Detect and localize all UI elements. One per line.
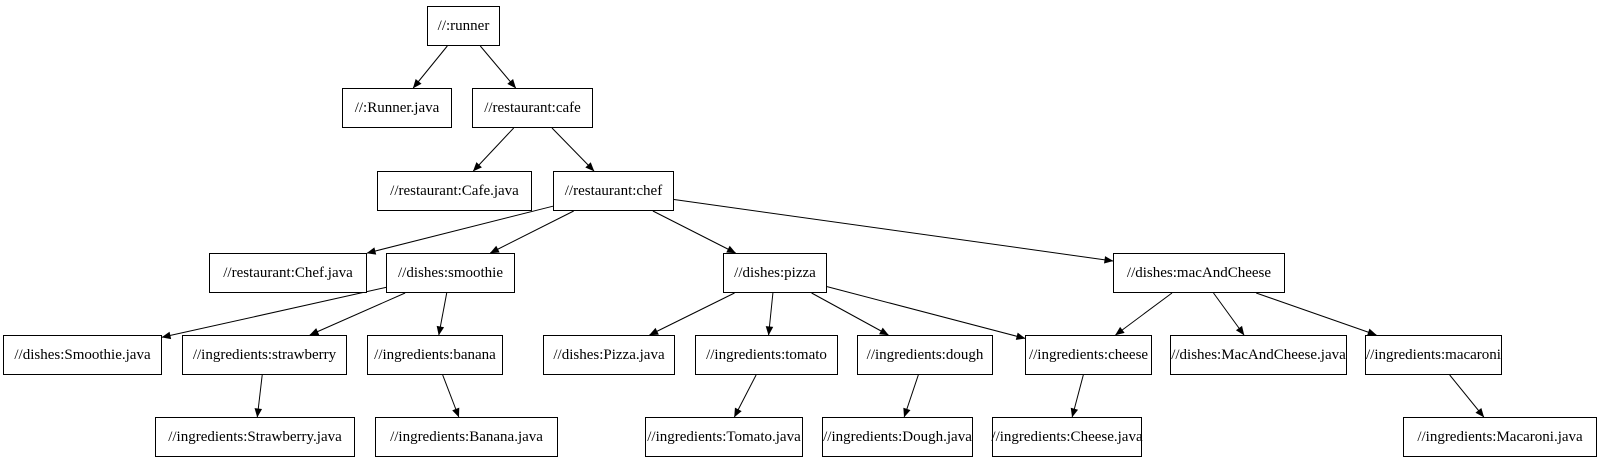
graph-node-runner: //:runner	[427, 6, 500, 46]
edge-mac_and_cheese-to-macaroni	[1256, 292, 1377, 336]
edge-pizza-to-pizza_java	[649, 292, 735, 336]
graph-node-pizza_java: //dishes:Pizza.java	[543, 335, 675, 375]
edge-chef-to-mac_and_cheese	[673, 199, 1114, 264]
graph-node-mac_and_cheese_java: //dishes:MacAndCheese.java	[1170, 335, 1347, 375]
edge-pizza-to-cheese	[826, 286, 1026, 340]
graph-node-cheese: //ingredients:cheese	[1025, 335, 1152, 375]
graph-node-banana_java: //ingredients:Banana.java	[375, 417, 558, 457]
edge-smoothie-to-banana	[436, 292, 448, 336]
edge-tomato-to-tomato_java	[733, 374, 757, 418]
graph-node-smoothie_java: //dishes:Smoothie.java	[3, 335, 162, 375]
edge-smoothie-to-smoothie_java	[161, 286, 387, 340]
edge-dough-to-dough_java	[903, 374, 919, 418]
graph-node-tomato_java: //ingredients:Tomato.java	[645, 417, 803, 457]
graph-node-chef_java: //restaurant:Chef.java	[209, 253, 367, 293]
edge-chef-to-smoothie	[489, 210, 574, 254]
graph-node-cheese_java: //ingredients:Cheese.java	[991, 417, 1143, 457]
edge-mac_and_cheese-to-mac_and_cheese_java	[1213, 292, 1245, 336]
edge-smoothie-to-strawberry	[309, 292, 406, 336]
edge-runner-to-cafe	[479, 45, 517, 89]
graph-node-strawberry: //ingredients:strawberry	[182, 335, 347, 375]
edge-pizza-to-dough	[811, 292, 889, 336]
edge-runner-to-runner_java	[412, 45, 448, 89]
graph-node-macaroni_java: //ingredients:Macaroni.java	[1403, 417, 1597, 457]
graph-node-cafe: //restaurant:cafe	[472, 88, 593, 128]
graph-node-strawberry_java: //ingredients:Strawberry.java	[155, 417, 355, 457]
graph-node-cafe_java: //restaurant:Cafe.java	[377, 171, 532, 211]
edge-mac_and_cheese-to-cheese	[1115, 292, 1173, 336]
edge-macaroni-to-macaroni_java	[1449, 374, 1485, 418]
edge-chef-to-chef_java	[366, 205, 554, 255]
edge-cafe-to-cafe_java	[472, 127, 515, 172]
graph-node-mac_and_cheese: //dishes:macAndCheese	[1113, 253, 1285, 293]
graph-node-macaroni: //ingredients:macaroni	[1365, 335, 1502, 375]
edge-cafe-to-chef	[551, 127, 595, 172]
graph-node-dough: //ingredients:dough	[857, 335, 993, 375]
edge-pizza-to-tomato	[765, 292, 774, 336]
graph-node-tomato: //ingredients:tomato	[695, 335, 838, 375]
graph-node-smoothie: //dishes:smoothie	[386, 253, 515, 293]
edge-banana-to-banana_java	[442, 374, 460, 418]
edge-strawberry-to-strawberry_java	[254, 374, 263, 418]
graph-node-chef: //restaurant:chef	[553, 171, 674, 211]
graph-node-pizza: //dishes:pizza	[723, 253, 827, 293]
graph-node-dough_java: //ingredients:Dough.java	[822, 417, 973, 457]
graph-node-banana: //ingredients:banana	[367, 335, 503, 375]
edge-cheese-to-cheese_java	[1070, 374, 1084, 418]
graph-node-runner_java: //:Runner.java	[342, 88, 452, 128]
edge-chef-to-pizza	[652, 210, 737, 254]
